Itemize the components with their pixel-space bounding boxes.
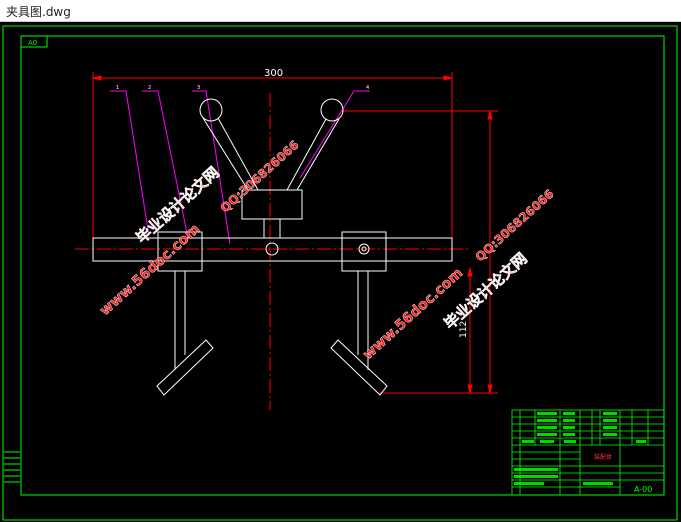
height-dimension bbox=[342, 110, 498, 394]
drawing-number: A-00 bbox=[634, 485, 652, 494]
part-label-3: 3 bbox=[197, 85, 200, 91]
part-label-1: 1 bbox=[116, 85, 119, 91]
dim-width-label: 300 bbox=[264, 68, 283, 79]
part-leaders bbox=[110, 90, 370, 245]
sheet-tag: A0 bbox=[28, 39, 37, 47]
title-block bbox=[511, 409, 665, 496]
part-label-4: 4 bbox=[366, 85, 369, 91]
width-dimension bbox=[92, 72, 453, 238]
outer-border bbox=[2, 25, 678, 521]
title-bar: 夹具图.dwg bbox=[0, 0, 681, 22]
canvas-background bbox=[0, 22, 681, 522]
dim-height-label: 112 bbox=[459, 321, 469, 338]
title-block-fill bbox=[514, 412, 646, 485]
fixture-geometry bbox=[92, 98, 453, 396]
margin-ticks bbox=[4, 451, 20, 483]
inner-border bbox=[20, 35, 665, 496]
window-title: 夹具图.dwg bbox=[6, 5, 71, 19]
center-lines bbox=[75, 93, 470, 410]
titleblock-red-title: 装配体 bbox=[594, 453, 612, 461]
part-label-2: 2 bbox=[148, 85, 151, 91]
sheet-tag-box bbox=[20, 35, 48, 48]
cad-canvas[interactable]: A0 300 112 1 2 bbox=[0, 22, 681, 522]
